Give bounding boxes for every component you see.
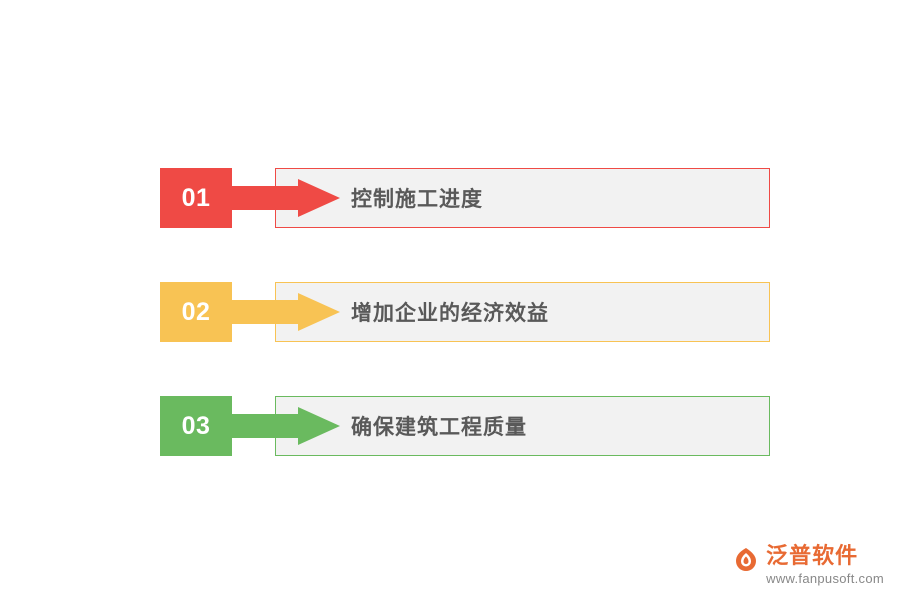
logo-text-block: 泛普软件 www.fanpusoft.com	[766, 542, 884, 586]
row-number-text: 01	[181, 183, 211, 212]
list-item: 确保建筑工程质量 03	[160, 396, 770, 456]
logo-url: www.fanpusoft.com	[766, 571, 884, 586]
logo-title: 泛普软件	[766, 542, 859, 568]
row-panel: 确保建筑工程质量	[275, 396, 770, 456]
list-item: 增加企业的经济效益 02	[160, 282, 770, 342]
arrow-list-diagram: 控制施工进度 01 增加企业的经济效益 02 确保建筑工程质量 03	[160, 168, 770, 456]
row-label: 控制施工进度	[351, 188, 483, 211]
row-number: 01	[160, 168, 232, 228]
row-number-text: 02	[181, 297, 211, 326]
row-number: 03	[160, 396, 232, 456]
row-label: 确保建筑工程质量	[351, 416, 527, 439]
row-panel: 增加企业的经济效益	[275, 282, 770, 342]
row-number-text: 03	[181, 411, 211, 440]
row-label: 增加企业的经济效益	[351, 302, 549, 325]
row-panel: 控制施工进度	[275, 168, 770, 228]
arrow-icon	[232, 407, 340, 445]
fanpu-flame-icon	[733, 547, 759, 573]
arrow-icon	[232, 293, 340, 331]
row-number: 02	[160, 282, 232, 342]
watermark-logo: 泛普软件 www.fanpusoft.com	[733, 542, 884, 586]
list-item: 控制施工进度 01	[160, 168, 770, 228]
arrow-icon	[232, 179, 340, 217]
